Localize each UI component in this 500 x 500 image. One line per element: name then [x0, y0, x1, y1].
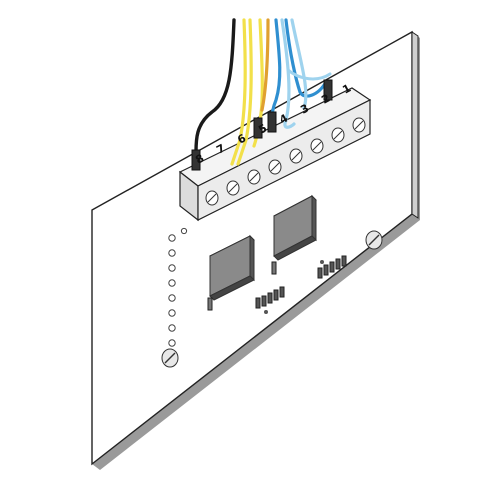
- indicator-holes: [168, 227, 188, 347]
- wire-black: [194, 18, 236, 154]
- wire-yellow-c: [252, 18, 264, 148]
- terminal-block: [178, 87, 372, 222]
- mounting-screw-right: [365, 230, 383, 250]
- wire-yellow-a: [230, 18, 247, 166]
- wire-lightblue-c: [286, 68, 332, 81]
- wire-orange: [260, 18, 270, 112]
- ic-chip-left: [209, 234, 255, 301]
- resistor-small-a: [207, 297, 213, 311]
- wire-lightblue-b: [290, 18, 308, 110]
- wire-yellow-b: [236, 18, 253, 166]
- wire-lightblue-a: [280, 18, 296, 129]
- wire-ferrules: [191, 79, 333, 171]
- mounting-screw-left: [161, 348, 179, 368]
- circuit-board: [91, 30, 420, 470]
- transistor-group-right: [317, 255, 347, 279]
- wire-blue-a: [270, 18, 282, 120]
- terminal-screws: [205, 117, 366, 206]
- resistor-small-b: [271, 261, 277, 275]
- transistor-group-left: [255, 286, 285, 314]
- wire-blue-b: [284, 18, 328, 98]
- ic-chip-right: [273, 194, 317, 261]
